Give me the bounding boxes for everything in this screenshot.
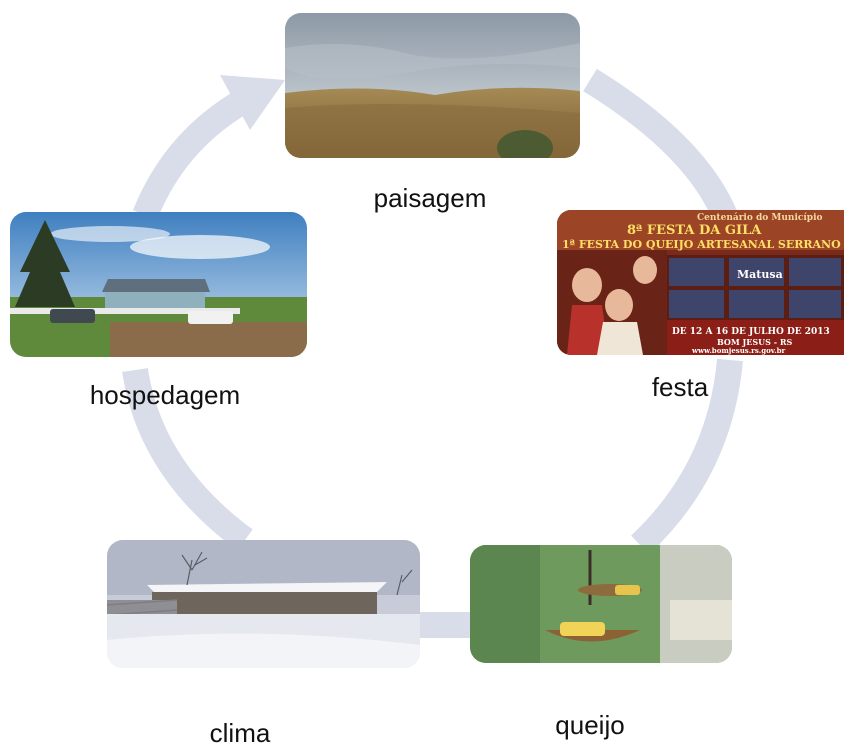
ring-arc-hospedagem-paisagem xyxy=(132,88,252,220)
node-label-queijo: queijo xyxy=(555,710,625,740)
node-label-paisagem: paisagem xyxy=(373,183,487,213)
ring-arrowhead-top xyxy=(220,75,285,130)
node-image-festa: Centenário do Município 8ª FESTA DA GILA… xyxy=(557,210,844,355)
poster-line-city: BOM JESUS - RS xyxy=(717,337,792,347)
poster-line-dates: DE 12 A 16 DE JULHO DE 2013 xyxy=(672,327,830,337)
node-label-festa: festa xyxy=(651,372,709,402)
ring-arc-festa-queijo xyxy=(631,358,743,555)
poster-line-festa-queijo: 1ª FESTA DO QUEIJO ARTESANAL SERRANO xyxy=(562,238,841,251)
node-label-clima: clima xyxy=(209,718,271,748)
poster-line-festa-gila: 8ª FESTA DA GILA xyxy=(627,223,762,238)
node-label-hospedagem: hospedagem xyxy=(89,380,241,410)
node-image-hospedagem xyxy=(10,212,307,357)
node-image-queijo xyxy=(470,545,732,663)
node-image-clima xyxy=(107,540,420,668)
poster-line-centenario: Centenário do Município xyxy=(697,212,823,223)
ring-arc-clima-hospedagem xyxy=(122,367,253,551)
poster-url: www.bomjesus.rs.gov.br xyxy=(691,346,785,355)
node-image-paisagem xyxy=(285,13,580,158)
poster-badge: Matusa xyxy=(737,268,783,281)
